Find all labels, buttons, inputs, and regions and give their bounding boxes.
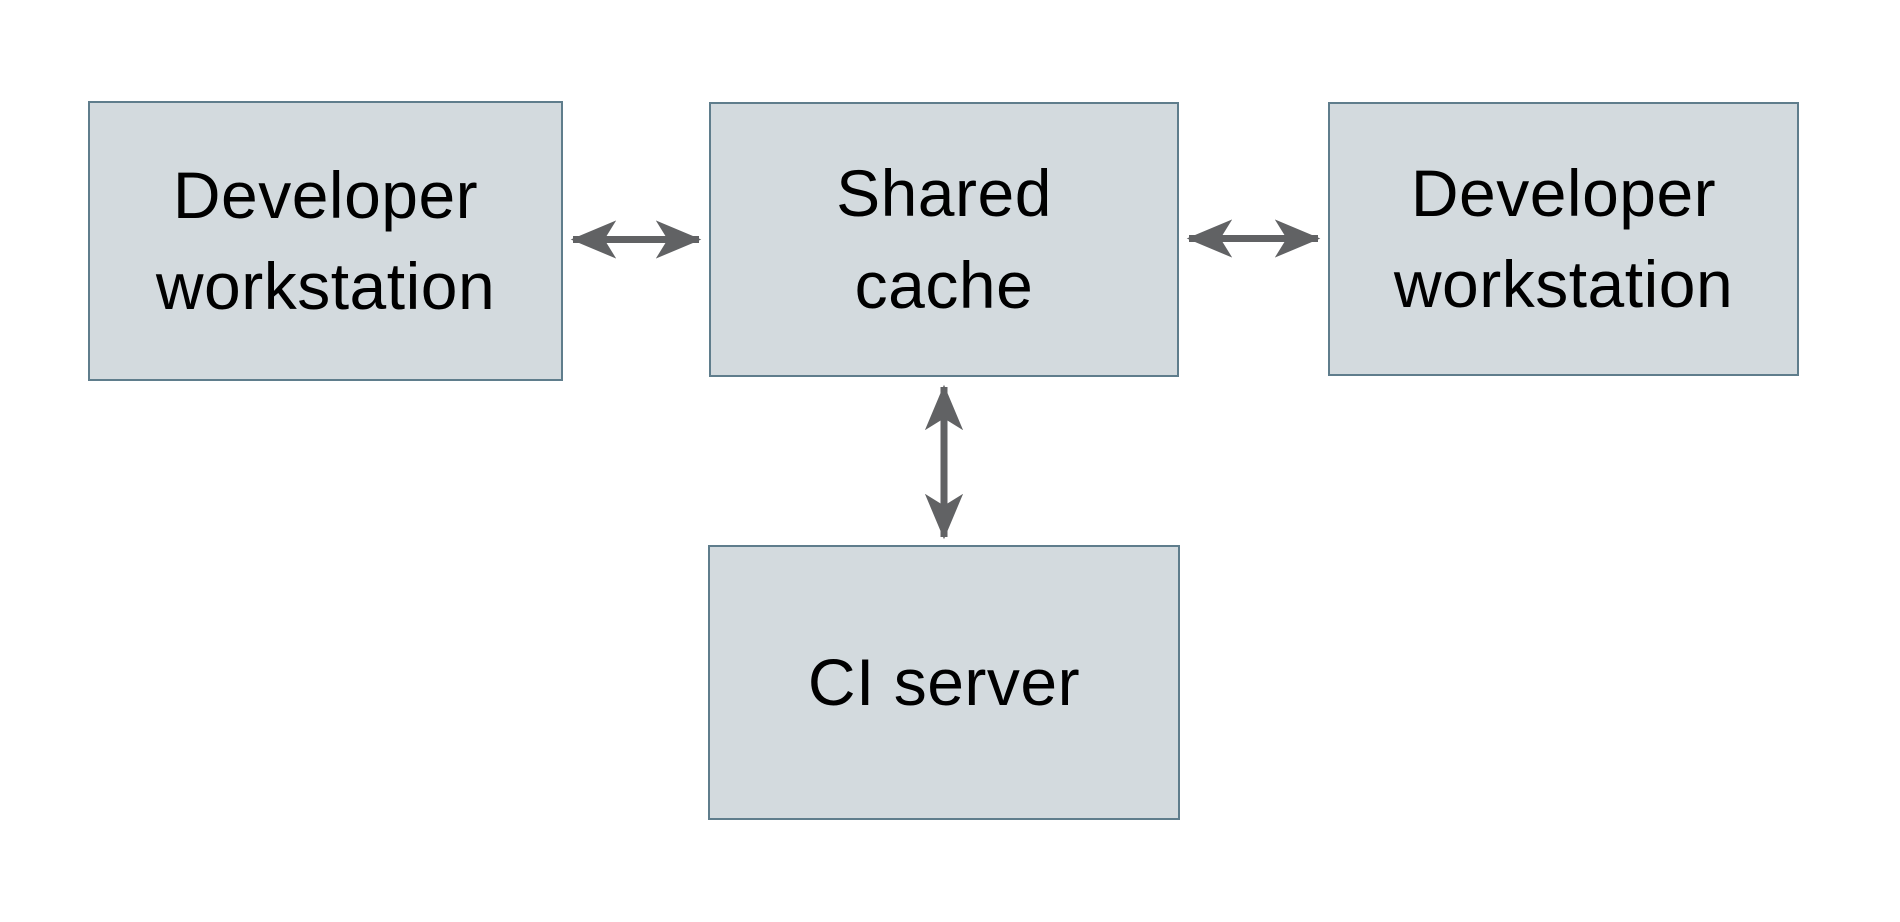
node-ci-server: CI server [708, 545, 1180, 820]
node-shared-cache: Shared cache [709, 102, 1179, 377]
node-label-shared-cache: Shared cache [836, 156, 1052, 322]
node-developer-workstation-right: Developer workstation [1328, 102, 1799, 376]
node-developer-workstation-left: Developer workstation [88, 101, 563, 381]
node-label-ci-server: CI server [807, 644, 1081, 719]
node-label-developer-workstation-right: Developer workstation [1393, 155, 1734, 321]
node-label-developer-workstation-left: Developer workstation [155, 157, 496, 323]
